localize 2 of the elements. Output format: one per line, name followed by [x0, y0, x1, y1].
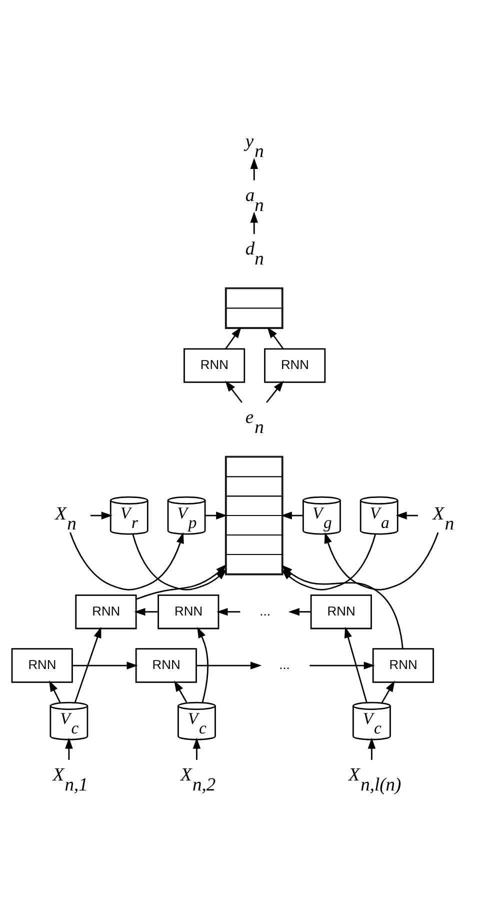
node-text: ...	[260, 602, 270, 618]
node-text: ...	[279, 656, 290, 672]
